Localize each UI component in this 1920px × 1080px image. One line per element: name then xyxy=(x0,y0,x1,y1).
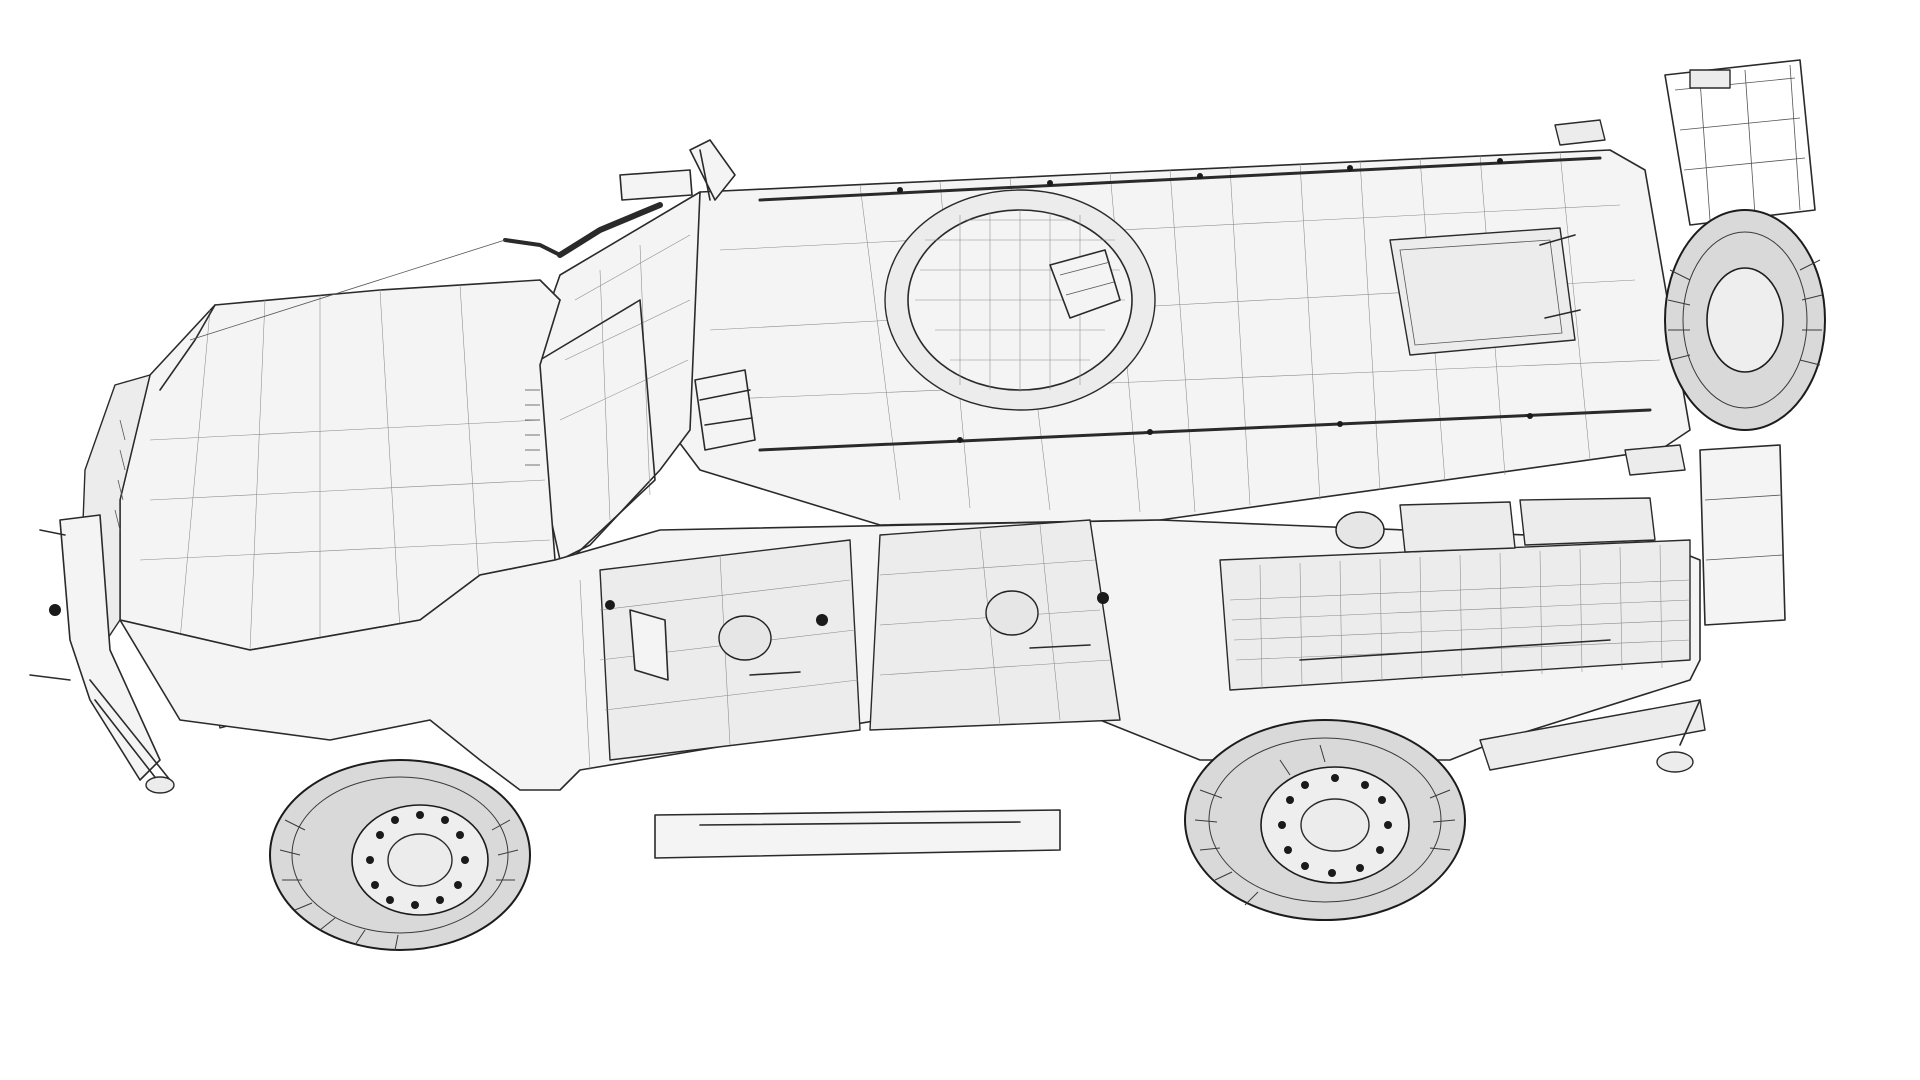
turret-hatch xyxy=(884,189,1156,411)
roof-lights xyxy=(619,119,1686,476)
spare-tire xyxy=(1664,209,1826,431)
spare-tire-carrier xyxy=(1664,59,1816,226)
firing-ports xyxy=(718,511,1385,661)
front-wheel xyxy=(269,759,531,951)
rail-clips xyxy=(897,158,1533,443)
rear-box xyxy=(1656,444,1786,773)
side-body xyxy=(119,497,1706,859)
snorkel xyxy=(189,202,663,341)
rear-wheel xyxy=(1184,719,1466,921)
side-mesh-panel xyxy=(1229,544,1691,689)
rear-roof-hatch xyxy=(1389,227,1581,356)
